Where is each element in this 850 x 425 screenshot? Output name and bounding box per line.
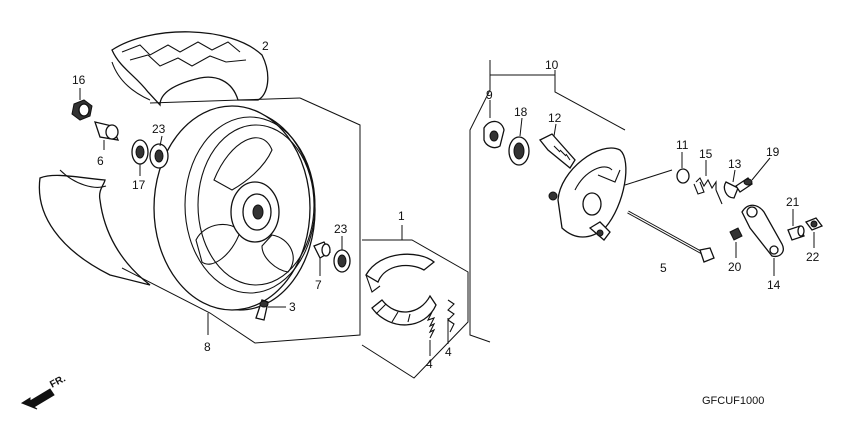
callout-4b: 4 [445, 345, 452, 359]
front-direction-arrow: FR. [20, 373, 68, 410]
callout-6: 6 [97, 154, 104, 168]
callout-17: 17 [132, 178, 146, 192]
nut-part-arm [729, 227, 743, 241]
callout-23b: 23 [334, 222, 348, 236]
tire-part [38, 31, 269, 286]
callout-21: 21 [786, 195, 800, 209]
callout-23a: 23 [152, 122, 166, 136]
callout-12: 12 [548, 111, 562, 125]
callout-18: 18 [514, 105, 528, 119]
callout-19: 19 [766, 145, 780, 159]
nut-part-end [804, 217, 824, 231]
bearing-part-right [333, 249, 351, 273]
collar-part-arm [787, 225, 805, 241]
diagram-code: GFCUF1000 [702, 395, 764, 407]
axle-part [627, 210, 715, 263]
callout-16: 16 [72, 73, 86, 87]
indicator-plate-part [483, 120, 505, 149]
callout-15: 15 [699, 147, 713, 161]
callout-3: 3 [289, 300, 296, 314]
brake-shoe-part [365, 253, 437, 326]
collar-part-right [313, 241, 331, 259]
brake-panel-part [548, 147, 627, 241]
spring-part-1 [426, 311, 436, 339]
callout-20: 20 [728, 260, 742, 274]
brake-shoe-bracket [361, 239, 469, 379]
wheel-bracket-top [149, 97, 301, 104]
callout-11: 11 [676, 138, 689, 152]
callout-5: 5 [660, 261, 667, 275]
callout-2: 2 [262, 39, 269, 53]
callout-1: 1 [398, 209, 405, 223]
direction-label: FR. [48, 373, 68, 390]
callout-7: 7 [315, 278, 322, 292]
callout-14: 14 [767, 278, 781, 292]
return-spring-part [693, 177, 723, 205]
wheel-group-bracket [121, 97, 361, 344]
wear-indicator-part [723, 181, 739, 199]
wheel-part [153, 105, 316, 311]
collar-part-small [676, 168, 690, 184]
spring-part-2 [447, 299, 455, 333]
bearing-part-left [149, 143, 169, 169]
callout-9: 9 [486, 88, 493, 102]
callout-8: 8 [204, 340, 211, 354]
callout-13: 13 [728, 157, 742, 171]
collar-part [94, 121, 120, 141]
bolt-part [735, 177, 753, 193]
callout-22: 22 [806, 250, 820, 264]
oil-seal-part [131, 139, 149, 165]
valve-part [255, 299, 269, 321]
brake-cam-part [538, 133, 576, 169]
brake-arm-part [741, 204, 784, 258]
callout-10: 10 [545, 58, 559, 72]
callout-4a: 4 [426, 357, 433, 371]
nut-part [71, 99, 93, 121]
dust-seal-part [508, 136, 530, 166]
